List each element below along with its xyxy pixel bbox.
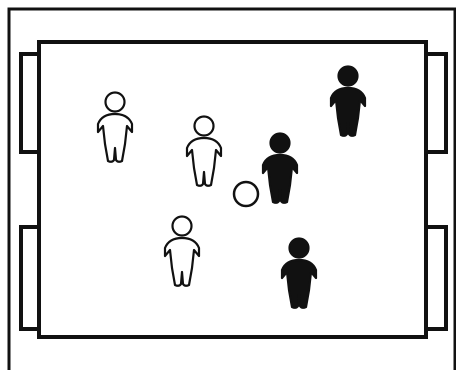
left-goal-top [21, 54, 39, 152]
player-body [98, 114, 132, 162]
left-goal-bottom [21, 227, 39, 329]
right-goal-top [426, 54, 446, 152]
player-body [187, 138, 221, 186]
right-goal-bottom [426, 227, 446, 329]
outline-player-icon [187, 117, 221, 186]
player-head [106, 93, 125, 112]
image-frame [9, 9, 455, 370]
solid-player-icon [263, 134, 297, 203]
field-boundary [39, 42, 426, 337]
player-body [263, 155, 297, 203]
player-body [282, 260, 316, 308]
outline-player-icon [98, 93, 132, 162]
player-head [173, 217, 192, 236]
player-body [331, 88, 365, 136]
player-head [195, 117, 214, 136]
outline-player-icon [165, 217, 199, 286]
player-body [165, 238, 199, 286]
solid-player-icon [282, 239, 316, 308]
player-head [271, 134, 290, 153]
player-head [290, 239, 309, 258]
ball-icon [234, 182, 258, 206]
solid-player-icon [331, 67, 365, 136]
player-head [339, 67, 358, 86]
